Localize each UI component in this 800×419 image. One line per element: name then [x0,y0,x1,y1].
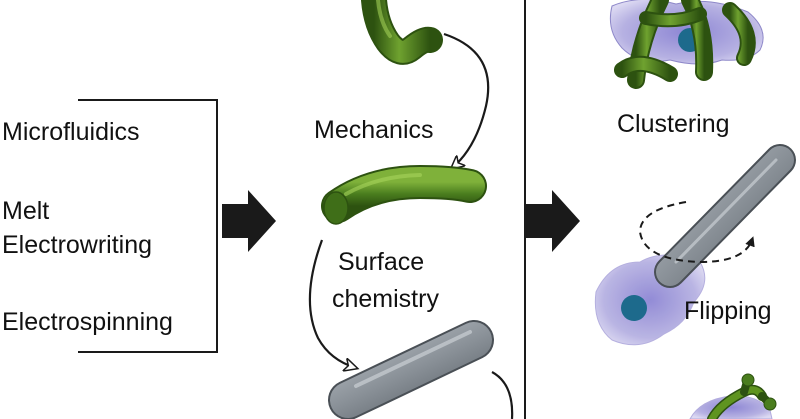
arrow-icon [222,190,276,252]
method-melt: Melt [2,197,50,225]
nucleus-icon [621,295,647,321]
methods-bracket [78,99,218,353]
curved-arrow [443,32,490,168]
fiber-green-icon [321,164,487,225]
method-electrowriting: Electrowriting [2,231,153,259]
fiber-green-icon [361,0,443,65]
method-microfluidics: Microfluidics [2,118,140,146]
fiber-gray-icon [654,144,796,288]
rotation-arrow [638,201,755,264]
curved-arrow [491,371,514,419]
fiber-gray-icon [328,320,494,419]
curved-arrow [308,239,356,368]
property-surface: Surface [338,248,425,276]
method-electrospinning: Electrospinning [2,308,173,336]
response-clustering: Clustering [617,110,730,138]
fiber-green-icon [707,373,777,419]
response-flipping: Flipping [684,297,772,325]
property-mechanics: Mechanics [314,116,434,144]
fiber-green-icon [614,0,756,89]
property-chemistry: chemistry [332,285,439,313]
arrow-icon [526,190,580,252]
